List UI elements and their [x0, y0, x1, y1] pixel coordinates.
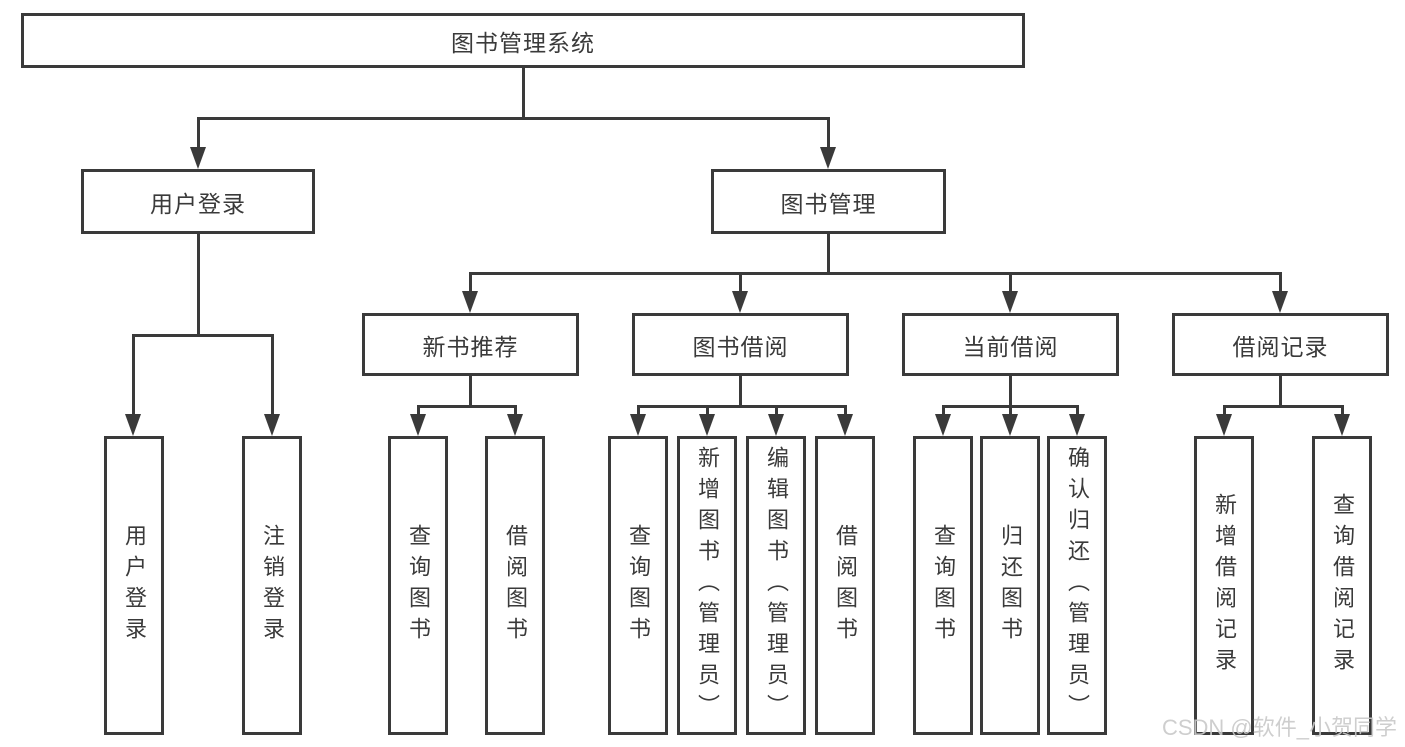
- connector-vline: [468, 376, 472, 406]
- connector-arrow-down: [732, 273, 748, 313]
- connector-vline: [196, 234, 200, 335]
- leaf-newbooks-borrow-books-label: 借阅图书: [503, 523, 528, 648]
- leaf-current-query-books: 查询图书: [913, 436, 973, 735]
- leaf-return-books: 归还图书: [980, 436, 1040, 735]
- connector-arrow-down: [630, 406, 646, 436]
- connector-vline: [1278, 376, 1282, 406]
- node-current-borrow: 当前借阅: [902, 313, 1119, 376]
- connector-arrow-down: [507, 406, 523, 436]
- leaf-query-borrow-record-label: 查询借阅记录: [1330, 492, 1355, 679]
- csdn-watermark: CSDN @软件_小贺同学: [1161, 715, 1397, 740]
- connector-arrow-down: [1069, 406, 1085, 436]
- leaf-confirm-return-admin: 确认归还（管理员）: [1047, 436, 1107, 735]
- connector-hline: [468, 272, 1282, 275]
- node-user-login-label: 用户登录: [150, 190, 246, 217]
- connector-arrow-down: [935, 406, 951, 436]
- leaf-return-books-label: 归还图书: [998, 523, 1023, 648]
- leaf-add-books-admin-label: 新增图书（管理员）: [695, 446, 720, 725]
- connector-arrow-down: [1002, 273, 1018, 313]
- connector-hline: [636, 405, 847, 408]
- connector-vline: [521, 68, 525, 118]
- leaf-confirm-return-admin-label: 确认归还（管理员）: [1065, 446, 1090, 725]
- leaf-add-borrow-record-label: 新增借阅记录: [1212, 492, 1237, 679]
- connector-hline: [416, 405, 517, 408]
- leaf-newbooks-borrow-books: 借阅图书: [485, 436, 545, 735]
- node-borrow-records: 借阅记录: [1172, 313, 1389, 376]
- leaf-logout: 注销登录: [242, 436, 302, 735]
- node-library-system: 图书管理系统: [21, 13, 1025, 68]
- connector-arrow-down: [125, 335, 141, 436]
- leaf-query-borrow-record: 查询借阅记录: [1312, 436, 1372, 735]
- node-current-borrow-label: 当前借阅: [962, 333, 1059, 360]
- connector-vline: [826, 234, 830, 273]
- node-book-management: 图书管理: [711, 169, 946, 234]
- leaf-user-login-label: 用户登录: [122, 523, 147, 648]
- connector-arrow-down: [410, 406, 426, 436]
- connector-arrow-down: [699, 406, 715, 436]
- node-new-book-recommend: 新书推荐: [362, 313, 579, 376]
- leaf-borrow-query-books: 查询图书: [608, 436, 668, 735]
- leaf-add-books-admin: 新增图书（管理员）: [677, 436, 737, 735]
- connector-arrow-down: [264, 335, 280, 436]
- connector-hline: [131, 334, 274, 337]
- connector-arrow-down: [820, 118, 836, 169]
- node-book-borrow-label: 图书借阅: [692, 333, 789, 360]
- leaf-current-query-books-label: 查询图书: [931, 523, 956, 648]
- connector-arrow-down: [837, 406, 853, 436]
- connector-vline: [738, 376, 742, 406]
- node-user-login: 用户登录: [81, 169, 315, 234]
- connector-arrow-down: [462, 273, 478, 313]
- connector-arrow-down: [1002, 406, 1018, 436]
- leaf-add-borrow-record: 新增借阅记录: [1194, 436, 1254, 735]
- connector-arrow-down: [1272, 273, 1288, 313]
- node-new-book-recommend-label: 新书推荐: [422, 333, 519, 360]
- leaf-borrow-books-label: 借阅图书: [833, 523, 858, 648]
- leaf-borrow-query-books-label: 查询图书: [626, 523, 651, 648]
- connector-arrow-down: [1334, 406, 1350, 436]
- connector-vline: [1008, 376, 1012, 406]
- leaf-edit-books-admin: 编辑图书（管理员）: [746, 436, 806, 735]
- leaf-user-login: 用户登录: [104, 436, 164, 735]
- node-book-management-label: 图书管理: [780, 190, 877, 217]
- leaf-newbooks-query-books: 查询图书: [388, 436, 448, 735]
- node-book-borrow: 图书借阅: [632, 313, 849, 376]
- connector-hline: [196, 117, 830, 120]
- connector-arrow-down: [1216, 406, 1232, 436]
- leaf-borrow-books: 借阅图书: [815, 436, 875, 735]
- leaf-logout-label: 注销登录: [260, 523, 285, 648]
- node-library-system-label: 图书管理系统: [451, 29, 595, 56]
- node-borrow-records-label: 借阅记录: [1232, 333, 1329, 360]
- leaf-newbooks-query-books-label: 查询图书: [406, 523, 431, 648]
- connector-hline: [1222, 405, 1344, 408]
- connector-arrow-down: [190, 118, 206, 169]
- leaf-edit-books-admin-label: 编辑图书（管理员）: [764, 446, 789, 725]
- connector-arrow-down: [768, 406, 784, 436]
